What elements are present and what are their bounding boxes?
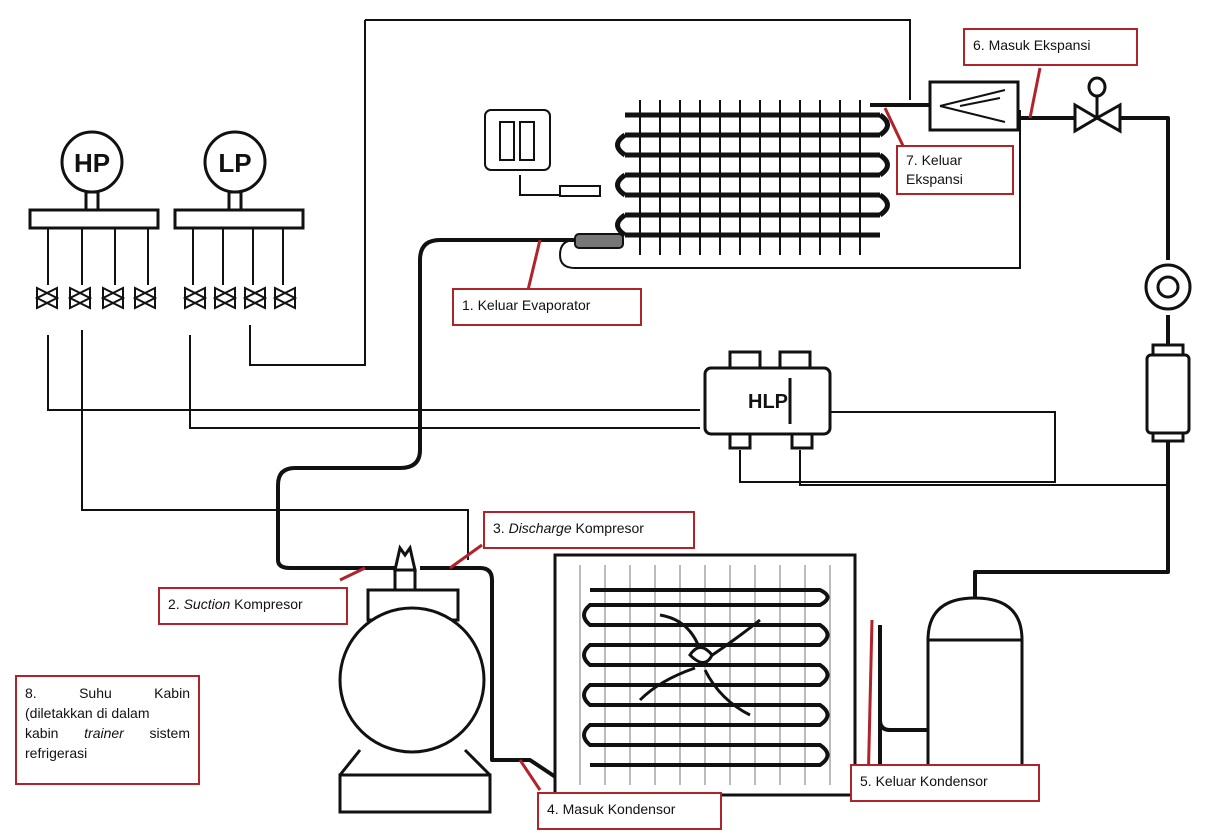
filter-dryer-icon	[1145, 343, 1191, 443]
pipe-hlp-right	[739, 411, 1056, 483]
lp-gauge-icon	[173, 130, 305, 230]
hp-gauge-icon	[28, 130, 160, 230]
receiver-to-dryer	[973, 440, 1170, 600]
compressor-icon	[338, 544, 492, 814]
solenoid-valve-icon	[1073, 76, 1122, 134]
lp-manifold-valves	[182, 286, 298, 310]
hp-manifold-valves	[34, 286, 158, 310]
pipe-lp-to-top	[249, 20, 366, 366]
sightglass-to-valve	[1120, 116, 1170, 260]
pipe-hlp-to-dryer	[799, 450, 1170, 486]
condenser-coil	[553, 553, 857, 797]
label-6-masuk-ekspansi: 6. Masuk Ekspansi	[963, 28, 1138, 66]
pipe-hp-to-discharge	[81, 330, 469, 560]
sight-glass-icon	[1144, 263, 1192, 311]
thermostat-wire	[519, 175, 560, 196]
condenser-fan-icon	[638, 613, 761, 717]
pipe-top-loop	[365, 19, 911, 100]
receiver-tank-icon	[926, 596, 1024, 802]
evaporator-coil	[615, 112, 890, 238]
sensor-leaders	[339, 67, 1042, 791]
hlp-switch-icon	[703, 350, 832, 450]
expansion-valve-icon	[928, 80, 1020, 132]
hlp-label: HLP	[748, 391, 788, 413]
pipe-lp-to-hlp	[189, 335, 700, 429]
suction-line	[276, 238, 580, 570]
evaporator-header	[574, 233, 624, 249]
thermostat-icon	[484, 109, 601, 197]
label-3-discharge-kompresor: 3. Discharge Kompresor	[483, 511, 695, 549]
label-5-keluar-kondensor: 5. Keluar Kondensor	[850, 764, 1040, 802]
hp-label: HP	[74, 148, 110, 178]
manifold-stems	[47, 228, 284, 285]
pipe-hp-to-hlp	[47, 335, 700, 411]
label-4-masuk-kondensor: 4. Masuk Kondensor	[537, 792, 722, 830]
lp-label: LP	[218, 148, 251, 178]
label-2-suction-kompresor: 2. Suction Kompresor	[158, 587, 348, 625]
discharge-line	[420, 566, 882, 782]
label-1-keluar-evaporator: 1. Keluar Evaporator	[452, 288, 642, 326]
condenser-out-line	[878, 700, 930, 732]
evaporator-fins	[639, 100, 861, 255]
